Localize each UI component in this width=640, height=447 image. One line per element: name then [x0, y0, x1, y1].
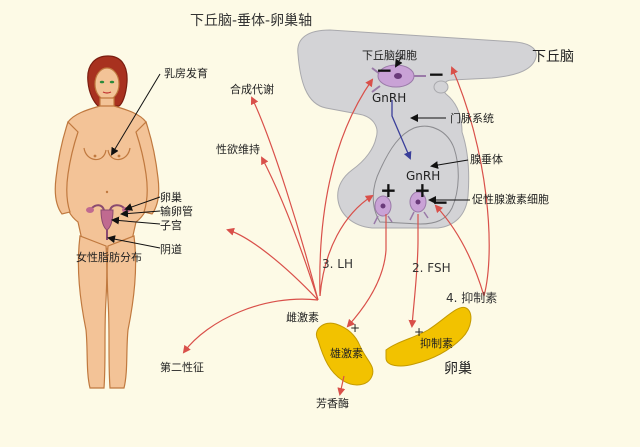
label-inhibin-ovary: 抑制素 [420, 337, 453, 350]
label-hypothalamic-cell: 下丘脑细胞 [362, 49, 417, 62]
label-gnrh-bottom: GnRH [406, 169, 441, 183]
label-ovary-small: 卵巢 [160, 191, 182, 204]
gonadotroph-cell-icons [373, 191, 429, 225]
ovary-right-shape [385, 306, 472, 367]
label-estrogen: 雌激素 [286, 311, 319, 324]
diagram-title: 下丘脑-垂体-卵巢轴 [190, 13, 313, 29]
label-androgen: 雄激素 [330, 347, 363, 360]
label-fat-distribution: 女性脂肪分布 [76, 251, 142, 264]
label-secondary-sex: 第二性征 [160, 361, 204, 374]
label-portal-system: 门脉系统 [450, 112, 494, 125]
label-ovary-large: 卵巢 [444, 361, 472, 377]
label-gonadotroph: 促性腺激素细胞 [472, 193, 549, 206]
hypothalamic-cell-icon [371, 64, 426, 93]
left-leg [77, 235, 108, 389]
plus-sign-pit-right: + [414, 178, 431, 202]
label-metabolism: 合成代谢 [230, 83, 274, 96]
label-fsh: 2. FSH [412, 261, 451, 275]
label-vagina: 阴道 [160, 243, 182, 256]
minus-sign-hypo-right: − [428, 62, 445, 86]
hypothalamus-shape [297, 29, 537, 229]
label-lh: 3. LH [322, 257, 353, 271]
label-hypothalamus: 下丘脑 [532, 49, 574, 65]
right-leg [106, 235, 137, 389]
minus-sign-pit: − [432, 190, 449, 214]
plus-sign-ovary-right: + [414, 325, 425, 339]
right-breast [107, 147, 131, 161]
plus-sign-ovary-left: + [350, 321, 361, 335]
label-aromatase: 芳香酶 [316, 397, 349, 410]
minus-sign-hypo-left: − [376, 58, 393, 82]
label-gnrh-top: GnRH [372, 91, 407, 105]
label-pituitary: 腺垂体 [470, 153, 503, 166]
ovary-left-shape [316, 322, 374, 386]
left-breast [83, 147, 107, 161]
label-breast: 乳房发育 [164, 67, 208, 80]
face [94, 67, 120, 101]
label-libido: 性欲维持 [216, 143, 260, 156]
label-fallopian: 输卵管 [160, 205, 193, 218]
label-inhibin-4: 4. 抑制素 [446, 291, 498, 305]
pituitary-outline [372, 125, 459, 225]
label-uterus: 子宫 [160, 219, 182, 232]
plus-sign-pit-left: + [380, 178, 397, 202]
left-arm [54, 120, 79, 215]
